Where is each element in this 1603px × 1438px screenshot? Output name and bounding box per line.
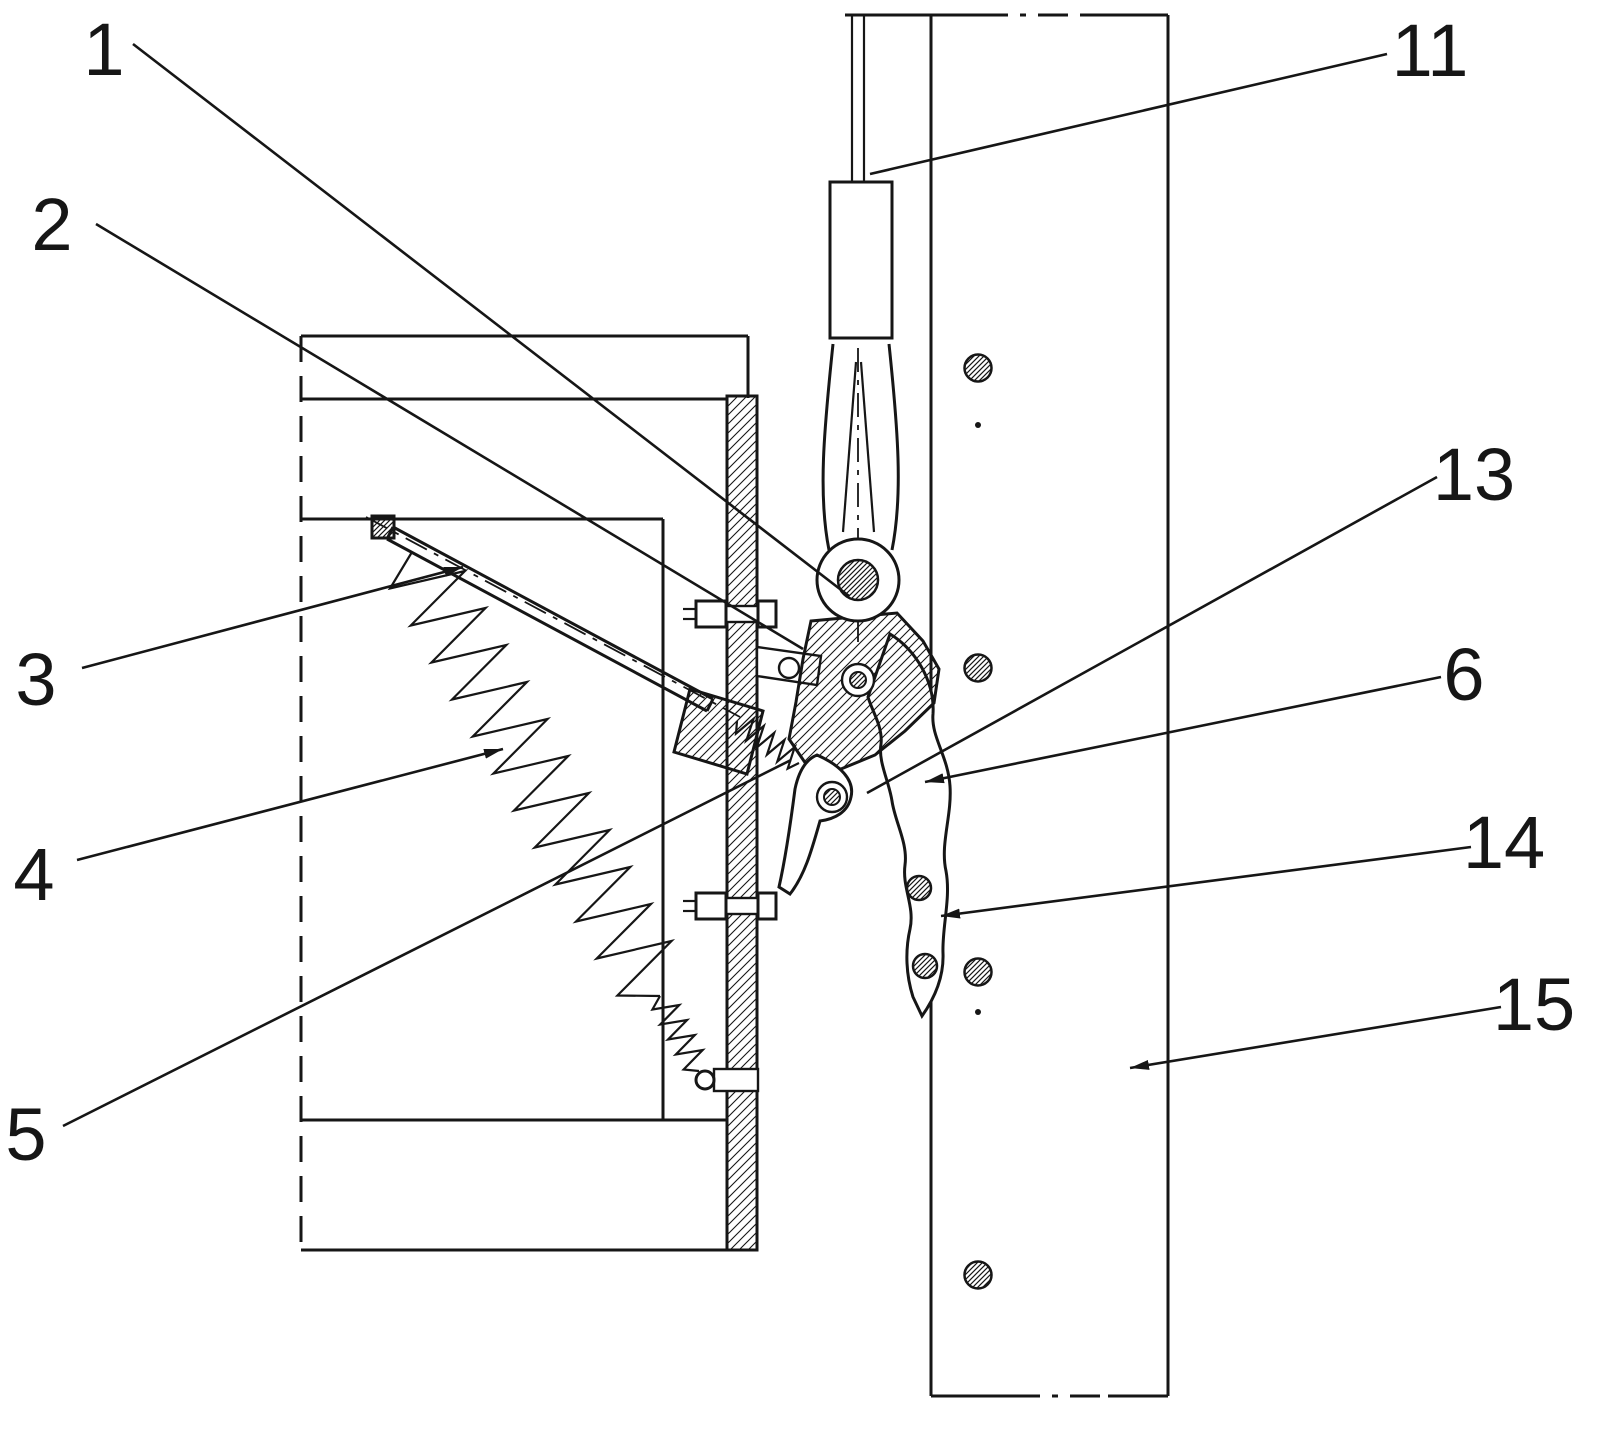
leader-line-13 (866, 475, 1438, 795)
rail-bolt (963, 353, 993, 383)
callout-2: 2 (31, 183, 72, 266)
leader-line-5 (62, 758, 792, 1128)
callout-11: 11 (1392, 9, 1469, 92)
rod-block (828, 180, 894, 340)
clevis-fork (821, 343, 835, 551)
pivot-pin (836, 558, 880, 602)
leader-line-1 (132, 42, 850, 598)
callout-6: 6 (1443, 633, 1484, 716)
sawtooth-spring (387, 551, 676, 998)
callout-5: 5 (5, 1093, 46, 1176)
support-frame (299, 334, 759, 1252)
claw-pin (911, 952, 939, 980)
callout-14: 14 (1463, 801, 1545, 884)
pivot-mount-block (672, 687, 765, 776)
catch-mechanism (672, 16, 952, 1019)
spring-anchor-bracket (712, 1067, 760, 1093)
leader-line-15 (1129, 1005, 1502, 1070)
plate-bolt-lower (683, 891, 778, 921)
arm-end-block (370, 514, 396, 540)
callout-15: 15 (1493, 963, 1575, 1046)
body-pin (849, 671, 867, 689)
rail-bolt (963, 957, 993, 987)
rail-mark (975, 1009, 981, 1015)
leader-line-11 (869, 52, 1388, 176)
spring-anchor-eyelet (694, 1069, 716, 1091)
callout-13: 13 (1433, 433, 1515, 516)
rail-mark (975, 422, 981, 428)
claw-pin (905, 874, 933, 902)
callout-4: 4 (13, 833, 54, 916)
rail-bolt (963, 653, 993, 683)
trigger-pin (823, 788, 841, 806)
rail-bolt (963, 1260, 993, 1290)
mounting-plate (725, 394, 759, 1252)
leader-line-3 (81, 565, 464, 670)
callout-1: 1 (83, 8, 124, 91)
leader-lines (62, 42, 1502, 1128)
leader-line-14 (940, 845, 1472, 919)
leader-line-6 (924, 675, 1442, 784)
link-pin (777, 656, 801, 680)
callouts: 1 2 3 4 5 11 13 6 14 15 (5, 8, 1575, 1176)
leader-line-4 (76, 747, 504, 862)
lever-arm (365, 514, 741, 718)
leader-line-2 (95, 222, 804, 651)
callout-3: 3 (15, 638, 56, 721)
arm-centerline (365, 516, 741, 718)
trigger-pawl (777, 753, 854, 896)
anchor-spring (650, 995, 706, 1073)
